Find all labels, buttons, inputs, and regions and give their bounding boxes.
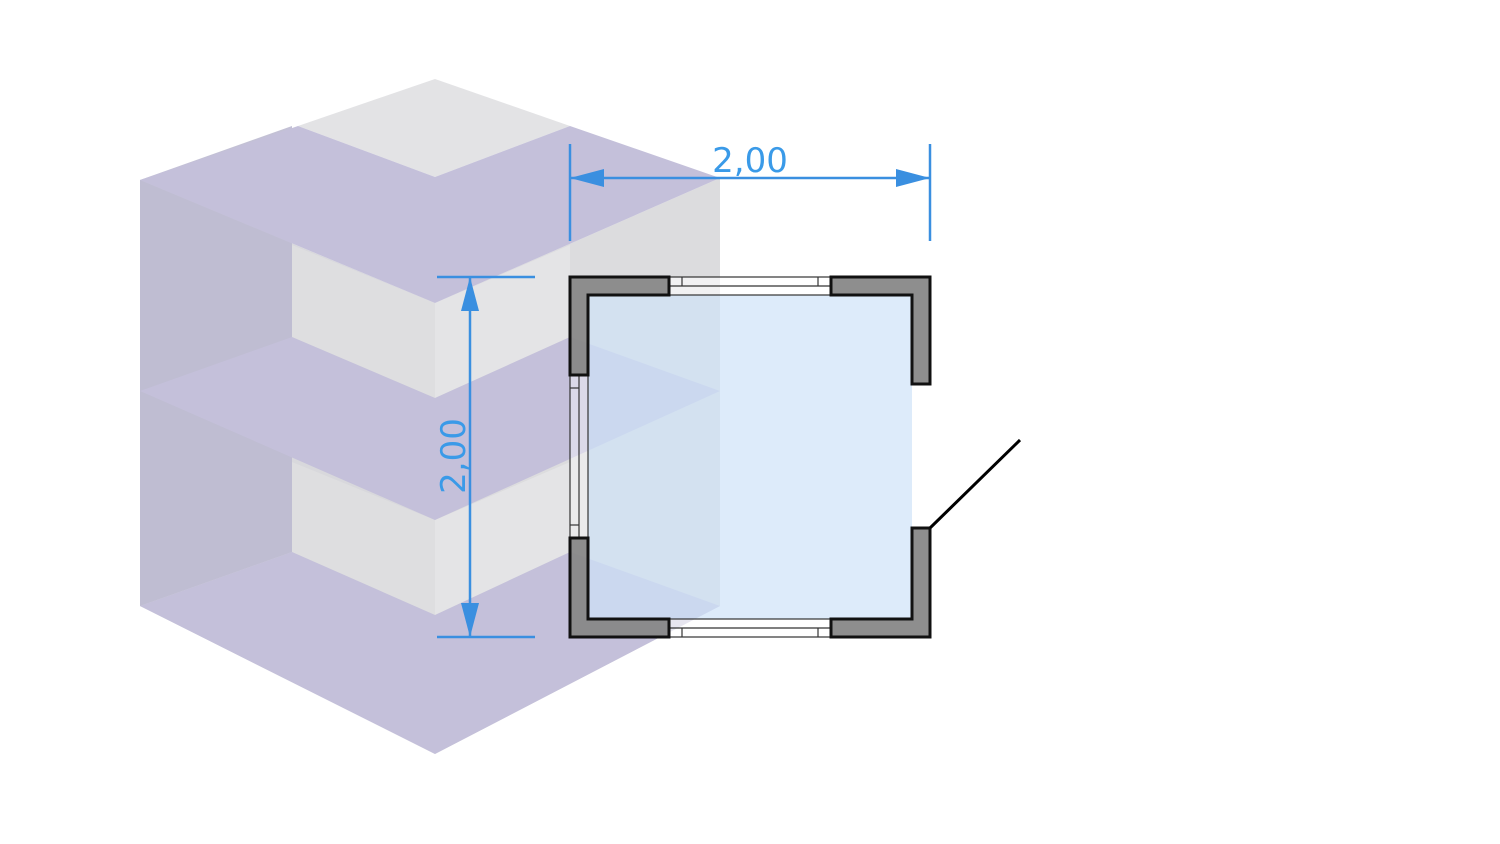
middle-slab [140,337,720,520]
arrow-up-icon [461,277,479,311]
arrow-right-icon [896,169,930,187]
height-dimension-label: 2,00 [434,418,474,494]
window-left [569,374,589,539]
wall-top-left [568,275,671,377]
inner-box-lower [292,462,435,615]
window-bottom [668,618,832,638]
width-dimension [568,144,932,241]
floor-plan [568,275,1022,639]
top-slab [140,126,720,303]
width-dimension-label: 2,00 [712,141,788,181]
arrow-left-icon [570,169,604,187]
arrow-down-icon [461,603,479,637]
window-top [668,276,832,296]
wall-bottom-left [568,536,671,639]
floor-area [588,295,912,619]
inner-box-upper [292,245,435,398]
height-dimension [437,275,535,639]
door-swing-line [928,438,1022,530]
top-grey-square [298,79,570,177]
wall-top-right [829,275,932,386]
